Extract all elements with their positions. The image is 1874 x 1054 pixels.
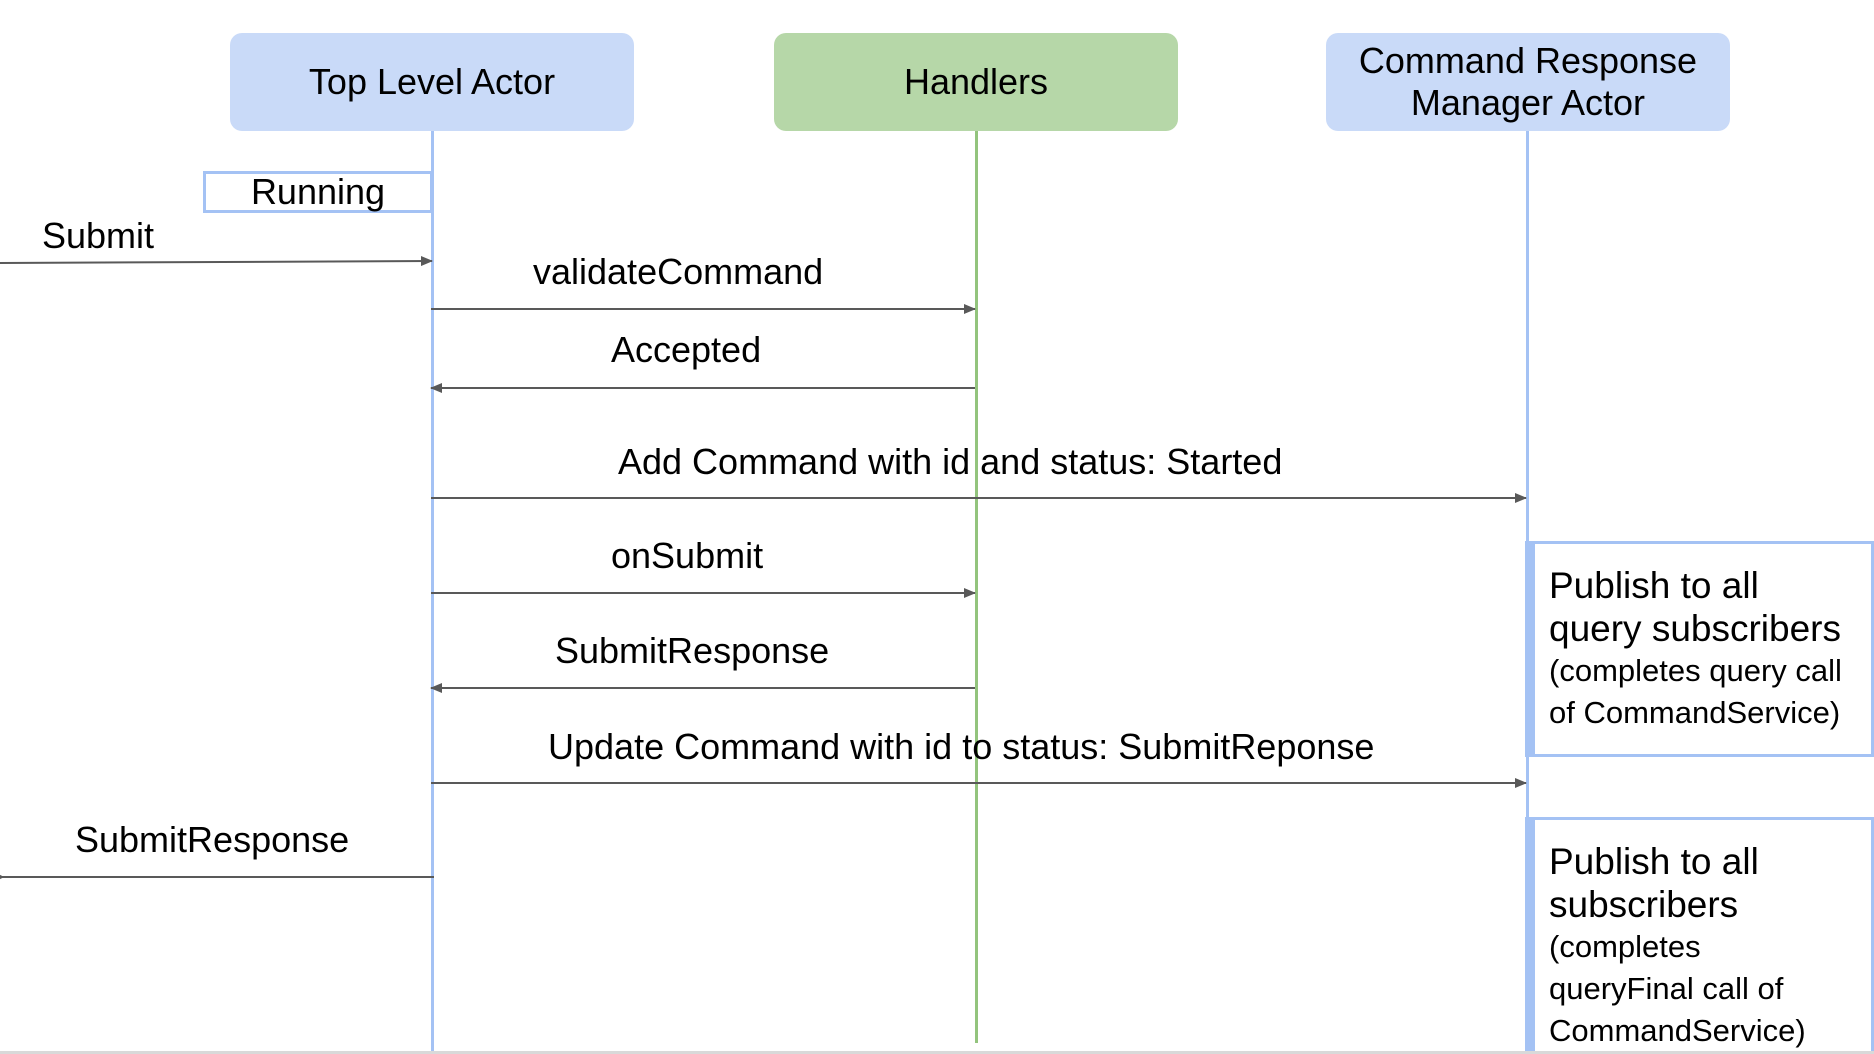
note-publish-query-line1: Publish to all [1549, 565, 1759, 606]
note-publish-final-paren1: (completes [1549, 929, 1701, 964]
note-publish-final-paren2: queryFinal call of [1549, 971, 1784, 1006]
actor-command-response-manager: Command Response Manager Actor [1326, 33, 1730, 131]
arrow-submit [0, 256, 433, 267]
actor-crm-label: Command Response Manager Actor [1359, 40, 1697, 124]
label-update-command: Update Command with id to status: Submit… [548, 726, 1375, 767]
note-publish-query-paren2: of CommandService) [1549, 695, 1841, 730]
label-validate-command: validateCommand [533, 251, 824, 292]
label-submit-response-handler: SubmitResponse [555, 630, 830, 671]
running-state-label: Running [250, 171, 386, 212]
lifeline-handlers [975, 131, 978, 1043]
note-publish-final-line1: Publish to all [1549, 841, 1759, 882]
note-publish-query-paren1: (completes query call [1549, 653, 1842, 688]
actor-handlers-label: Handlers [903, 61, 1049, 102]
label-submit-response-out: SubmitResponse [75, 819, 350, 860]
note-publish-query-subscribers: Publish to all query subscribers (comple… [1525, 541, 1874, 757]
actor-top-level: Top Level Actor [230, 33, 634, 131]
note-publish-final-paren3: CommandService) [1549, 1013, 1806, 1048]
label-submit: Submit [42, 215, 155, 256]
note-publish-final-line2: subscribers [1549, 884, 1739, 925]
note-publish-all-subscribers: Publish to all subscribers (completes qu… [1525, 817, 1874, 1054]
label-accepted: Accepted [611, 329, 762, 370]
actor-crm-label-line2: Manager Actor [1410, 82, 1646, 123]
actor-crm-label-line1: Command Response [1358, 40, 1698, 81]
running-state-box: Running [203, 171, 433, 213]
actor-top-level-label: Top Level Actor [308, 61, 556, 102]
label-on-submit: onSubmit [611, 535, 764, 576]
actor-handlers: Handlers [774, 33, 1178, 131]
note-publish-query-line2: query subscribers [1549, 608, 1842, 649]
bottom-rule [0, 1051, 1874, 1054]
label-add-command: Add Command with id and status: Started [618, 441, 1283, 482]
